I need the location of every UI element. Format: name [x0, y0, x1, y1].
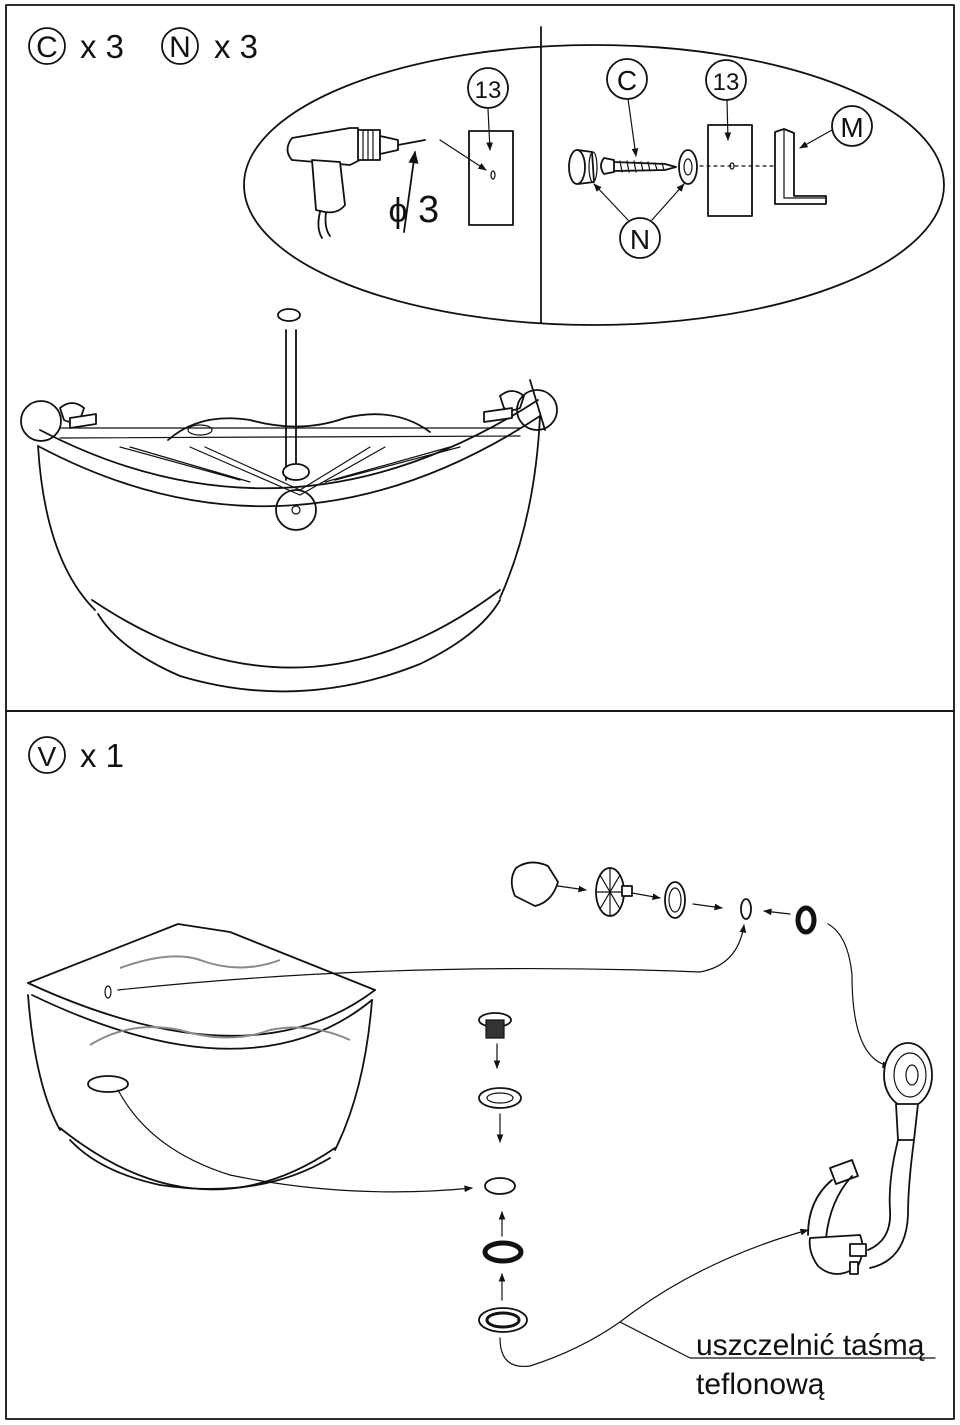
cap-n-icon [568, 149, 598, 185]
drain-tub-hole [484, 1177, 516, 1195]
overflow-connector [117, 924, 747, 991]
cover-arrow [557, 885, 587, 893]
drill-hole-mark [490, 170, 496, 180]
svg-text:13: 13 [713, 69, 740, 96]
drain-rubber-gasket [482, 1240, 524, 1264]
drain-hole [87, 1075, 129, 1093]
siphon-connector [827, 923, 891, 1069]
gasket-arrow [692, 903, 723, 911]
center-hole [291, 505, 301, 515]
svg-text:M: M [840, 112, 863, 143]
overflow-tub-hole [740, 898, 752, 920]
svg-text:13: 13 [475, 77, 502, 104]
screw-c-icon [600, 157, 677, 175]
seal-arrow [763, 908, 791, 916]
drill-bit-arrow [403, 150, 419, 233]
part-c-count: C x 3 [28, 27, 124, 65]
center-circle [275, 489, 317, 531]
panel-13-left [468, 130, 514, 226]
part-c-letter: C [36, 31, 58, 64]
overflow-cover-icon [510, 861, 559, 907]
bathtub-illustration [27, 923, 376, 1191]
bathtub-frame-illustration [37, 308, 546, 693]
note-line-2: teflonową [696, 1368, 825, 1401]
bracket-arrow [799, 129, 833, 149]
panel-13-right-arrow [724, 99, 732, 141]
note-line-1: uszczelnić taśmą [696, 1329, 925, 1362]
callout-n: N [619, 217, 661, 259]
part-c-qty: x 3 [80, 28, 124, 65]
corner-circle-left [20, 400, 62, 442]
note-leader-siphon [619, 1228, 809, 1323]
svg-text:N: N [630, 224, 650, 255]
drain-plug-icon [478, 1012, 512, 1039]
panel-13-left-arrow [486, 108, 493, 151]
overflow-seal-ring [795, 905, 817, 935]
part-n-qty: x 3 [214, 28, 258, 65]
drain-flange-icon [478, 1087, 522, 1109]
drain-nut-icon [478, 1307, 528, 1333]
part-v-letter: V [38, 741, 57, 772]
siphon-assembly-icon [807, 1042, 933, 1275]
bracket-m-icon [774, 128, 827, 205]
drill-size-label: ϕ 3 [388, 189, 439, 231]
washer-n-icon [678, 149, 698, 185]
panel-13-right [707, 124, 753, 217]
overflow-filter-icon [595, 867, 633, 917]
detail-ellipse [243, 44, 945, 326]
note-leader-line [499, 1321, 936, 1368]
part-v-count: V x 1 [28, 736, 124, 774]
drill-size-value: 3 [418, 189, 439, 231]
bottom-panel-frame [5, 710, 955, 1420]
callout-13-left: 13 [467, 67, 509, 109]
diameter-symbol: ϕ [388, 192, 407, 230]
cap-arrow [593, 183, 629, 221]
part-v-qty: x 1 [80, 737, 124, 774]
overflow-hole [104, 985, 112, 999]
callout-c: C [606, 58, 648, 100]
washer-arrow [651, 183, 685, 221]
corner-circle-right [516, 389, 558, 431]
drill-icon [286, 127, 426, 239]
hole-arrow [439, 139, 487, 171]
drain-connector [117, 1089, 473, 1193]
callout-13-right: 13 [705, 59, 747, 101]
part-n-count: N x 3 [161, 27, 258, 65]
callout-m: M [831, 105, 873, 147]
filter-arrow [631, 892, 661, 900]
overflow-gasket-icon [664, 881, 686, 919]
svg-text:C: C [617, 65, 637, 96]
screw-arrow [627, 98, 639, 157]
part-n-letter: N [169, 31, 191, 64]
